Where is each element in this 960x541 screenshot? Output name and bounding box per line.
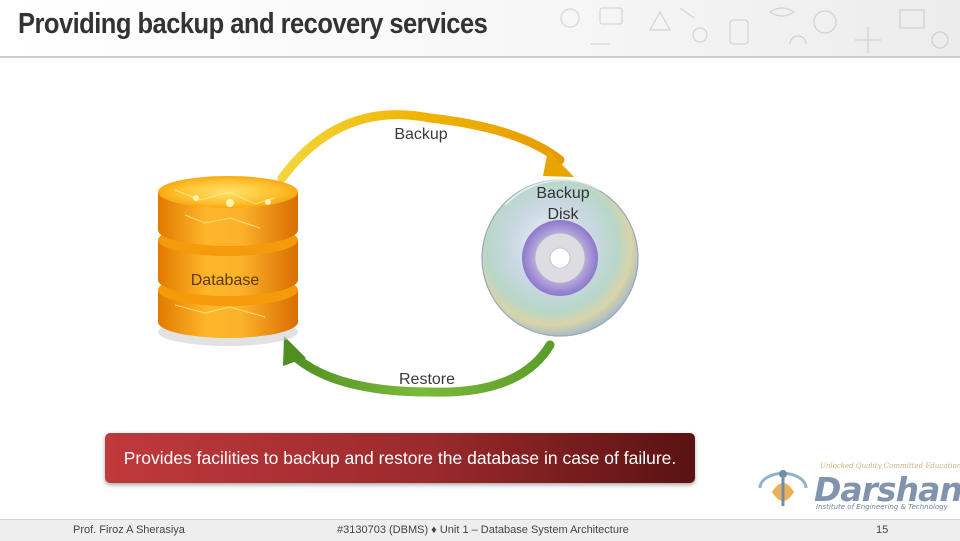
disk-label-line1: Backup: [536, 185, 589, 202]
slide-footer: Prof. Firoz A Sherasiya #3130703 (DBMS) …: [0, 519, 960, 541]
restore-arrow-label: Restore: [399, 371, 455, 388]
disk-label-line2: Disk: [547, 206, 579, 223]
logo-tagline-bottom: Institute of Engineering & Technology: [816, 503, 948, 511]
slide-title: Providing backup and recovery services: [18, 8, 488, 40]
backup-arrow: [277, 110, 574, 183]
database-label: Database: [191, 272, 260, 289]
backup-arrow-label: Backup: [394, 126, 447, 143]
darshan-logo: Unlocked Quality Committed Education Dar…: [752, 460, 960, 514]
footer-author: Prof. Firoz A Sherasiya: [73, 524, 185, 536]
slide-header: Providing backup and recovery services: [0, 0, 960, 58]
footer-page-number: 15: [876, 524, 889, 536]
restore-arrow: [283, 336, 555, 397]
logo-brand-name: Darshan: [814, 470, 960, 509]
footer-course: #3130703 (DBMS) ♦ Unit 1 – Database Syst…: [337, 524, 629, 536]
logo-tagline-top: Unlocked Quality Committed Education: [820, 462, 960, 470]
logo-emblem-icon: [758, 470, 808, 506]
header-doodle-pattern: [560, 7, 949, 53]
backup-disk-icon: [481, 179, 639, 337]
database-icon: [158, 176, 298, 346]
callout-box: Provides facilities to backup and restor…: [105, 433, 695, 483]
